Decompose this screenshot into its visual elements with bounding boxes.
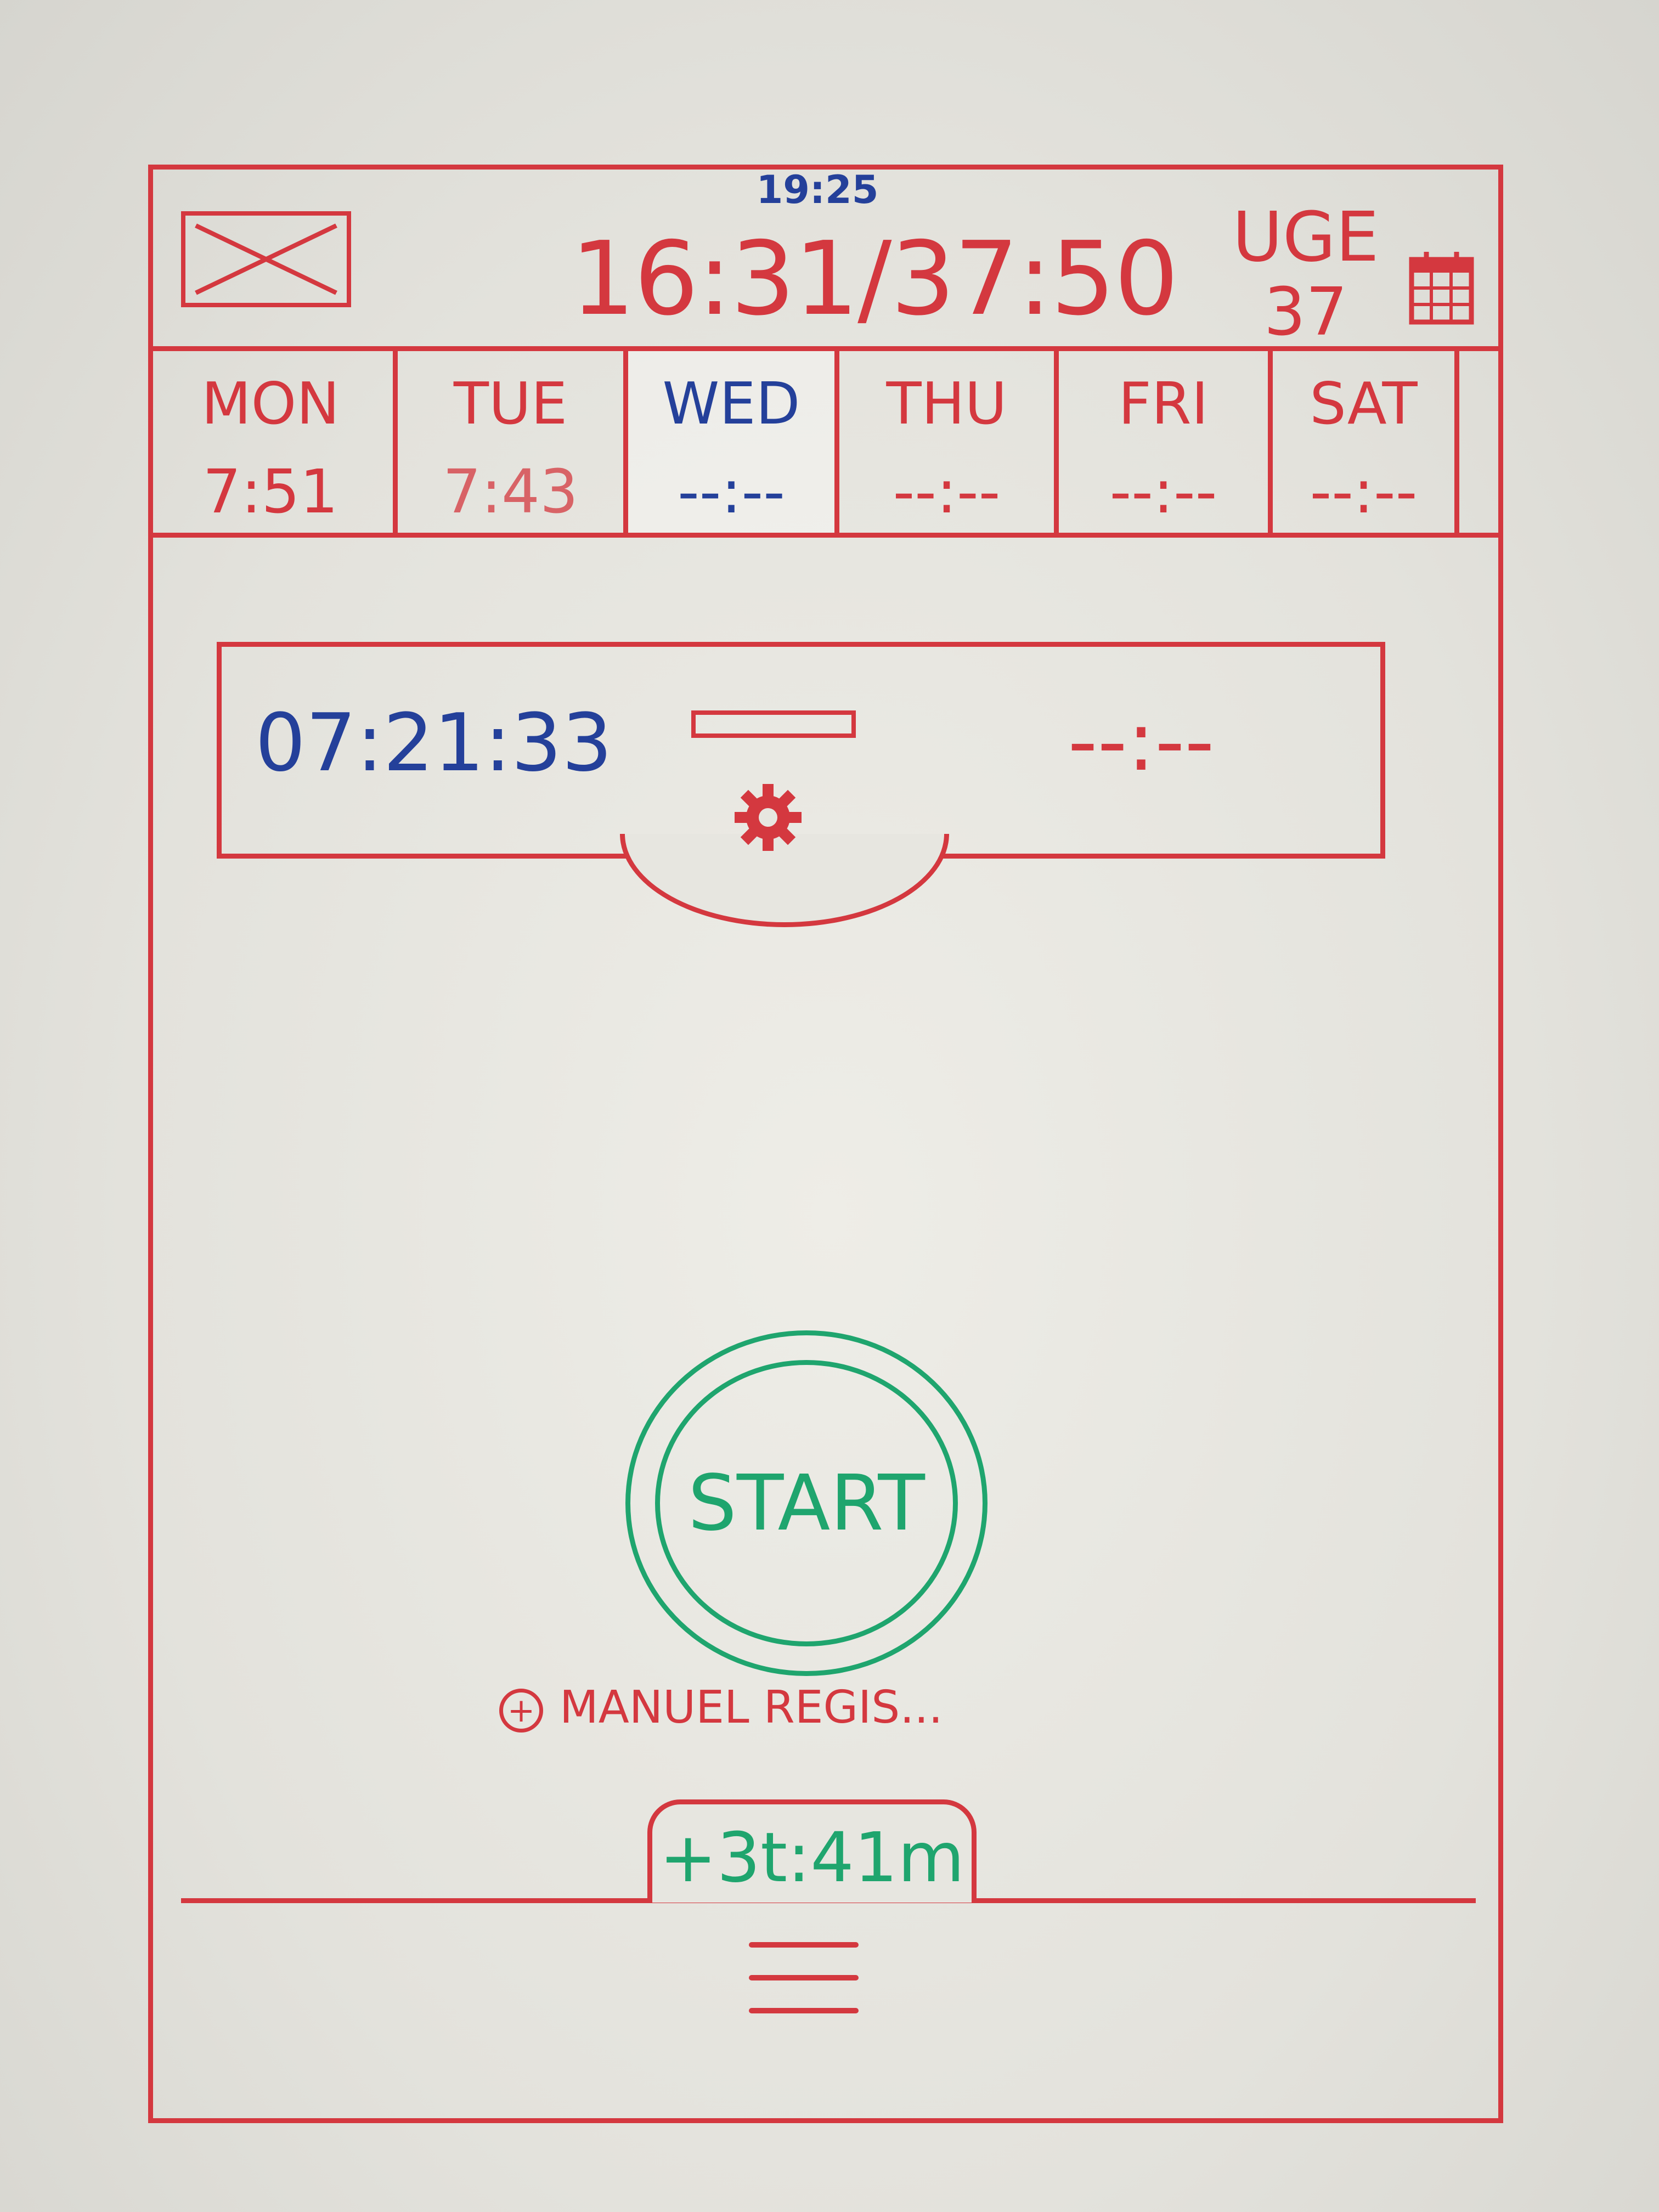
day-name: MON xyxy=(201,370,340,437)
day-hours: 7:51 xyxy=(202,456,338,527)
day-hours: 7:43 xyxy=(442,456,579,527)
total-time: 16:31/37:50 xyxy=(571,219,1179,338)
week-label: UGE xyxy=(1232,198,1379,277)
timer-panel-top-border xyxy=(217,642,1385,647)
end-time: --:-- xyxy=(1068,694,1215,789)
hamburger-menu-icon[interactable] xyxy=(749,1937,859,2024)
day-name: SAT xyxy=(1310,370,1418,437)
day-tab-mon[interactable]: MON 7:51 xyxy=(148,351,398,533)
plus-circle-icon: + xyxy=(499,1688,543,1733)
day-hours: --:-- xyxy=(678,456,785,527)
weekday-strip: MON 7:51 TUE 7:43 WED --:-- THU --:-- FR… xyxy=(148,351,1503,538)
week-number: 37 xyxy=(1263,274,1348,351)
day-name: WED xyxy=(662,370,800,437)
phone-frame xyxy=(148,165,1503,2123)
day-hours: --:-- xyxy=(1310,456,1418,527)
gear-icon[interactable] xyxy=(732,782,804,853)
day-tab-thu[interactable]: THU --:-- xyxy=(839,351,1059,533)
start-label: START xyxy=(688,1459,925,1548)
manual-registration-label: MANUEL REGIS... xyxy=(560,1681,943,1734)
start-time: 07:21:33 xyxy=(255,697,613,789)
balance-value: +3t:41m xyxy=(659,1818,965,1898)
day-name: TUE xyxy=(453,370,568,437)
day-name: FRI xyxy=(1118,370,1209,437)
day-hours: --:-- xyxy=(1109,456,1217,527)
pause-bar xyxy=(691,710,856,738)
day-hours: --:-- xyxy=(893,456,1001,527)
target-time: 19:25 xyxy=(756,167,879,212)
start-button[interactable]: START xyxy=(625,1330,988,1676)
manual-registration-link[interactable]: + MANUEL REGIS... xyxy=(499,1681,943,1734)
start-button-inner-ring xyxy=(655,1360,958,1646)
calendar-icon[interactable] xyxy=(1407,250,1476,326)
top-bar xyxy=(148,165,1503,351)
day-tab-wed[interactable]: WED --:-- xyxy=(628,351,839,533)
image-placeholder-icon xyxy=(181,211,351,307)
balance-tab[interactable]: +3t:41m xyxy=(647,1799,977,1903)
day-tab-sat[interactable]: SAT --:-- xyxy=(1273,351,1459,533)
day-tab-fri[interactable]: FRI --:-- xyxy=(1059,351,1273,533)
day-tab-tue[interactable]: TUE 7:43 xyxy=(398,351,628,533)
day-name: THU xyxy=(886,370,1007,437)
